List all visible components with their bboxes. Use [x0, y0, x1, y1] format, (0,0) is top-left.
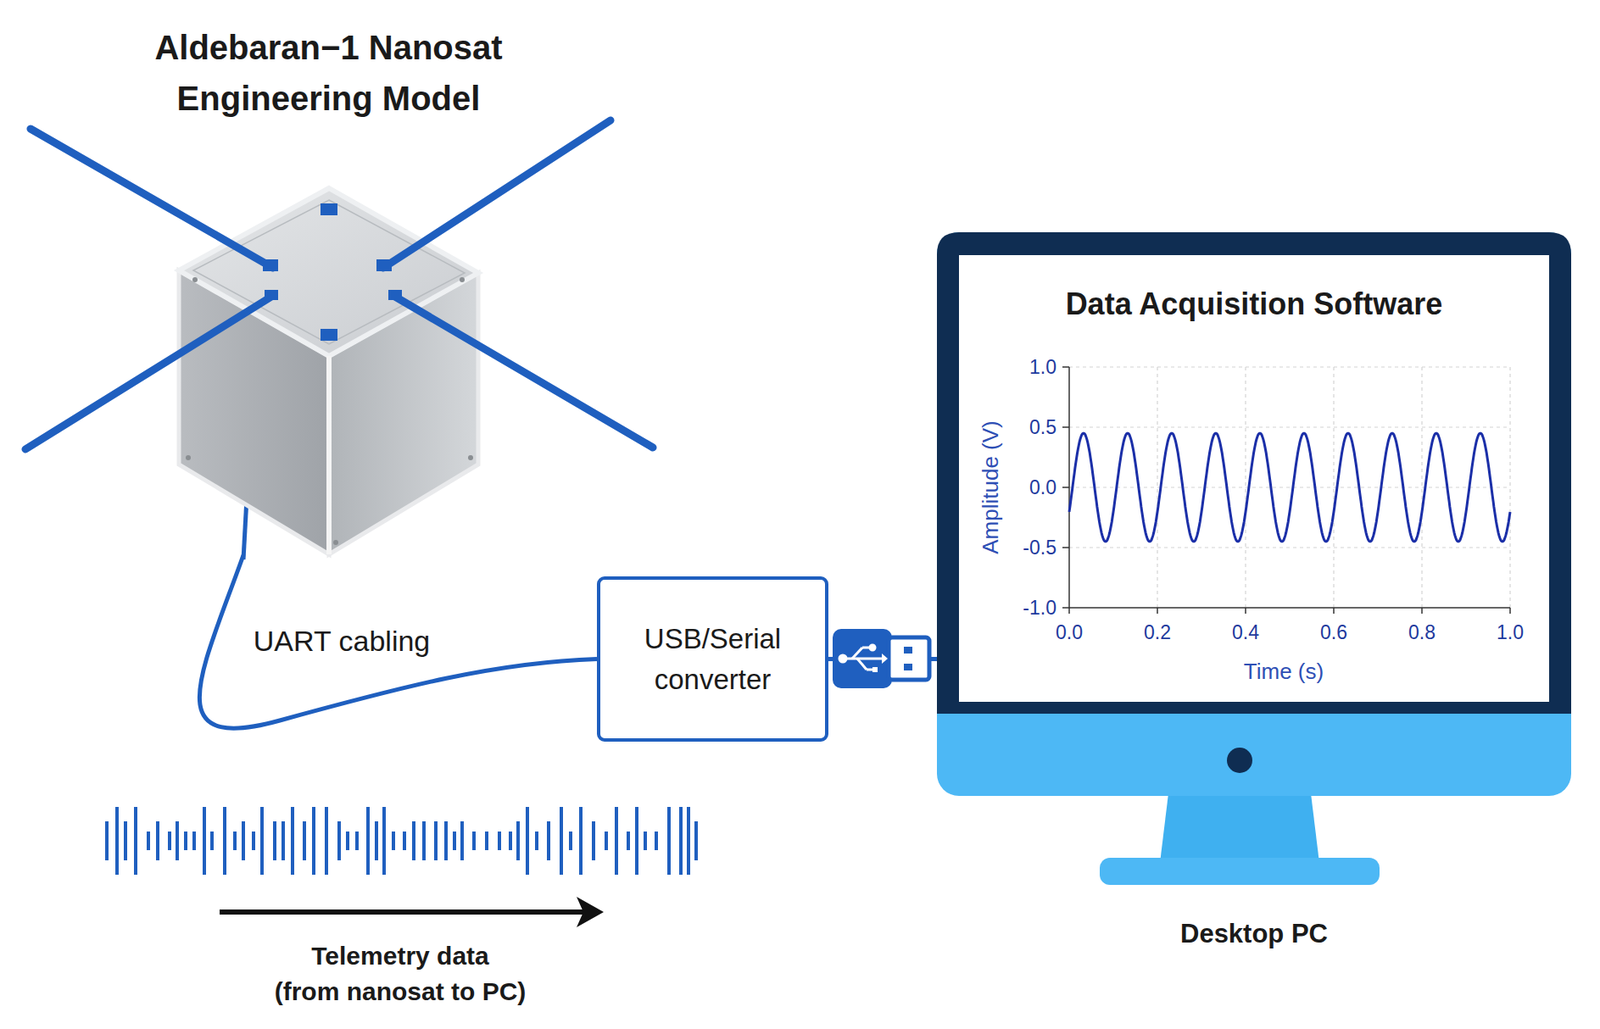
antenna: [25, 120, 653, 450]
signal-bar: [579, 807, 583, 876]
signal-bar: [497, 831, 502, 851]
x-axis-title: Time (s): [1243, 658, 1324, 686]
signal-bar: [679, 807, 683, 876]
telemetry-caption: Telemetry data: [311, 942, 490, 971]
signal-bar: [568, 831, 573, 851]
signal-bar: [626, 831, 630, 851]
converter-box: USB/Serial converter: [596, 576, 829, 742]
cable-connector: [199, 555, 597, 729]
y-tick-label: 1.0: [1029, 356, 1057, 380]
antenna-mount: [262, 259, 402, 301]
software-title: Data Acquisition Software: [936, 286, 1572, 323]
signal-bar: [434, 821, 438, 861]
signal-bar: [156, 821, 160, 861]
signal-bar: [146, 831, 151, 851]
monitor-node: Data Acquisition SoftwareDesktop PC: [936, 232, 1572, 797]
signal-bar: [452, 831, 457, 851]
edge-label: UART cabling: [250, 624, 435, 658]
signal-bar: [222, 807, 227, 876]
signal-bar: [366, 807, 370, 876]
y-tick-label: -0.5: [1022, 536, 1057, 560]
signal-bar: [324, 807, 329, 876]
pc-label: Desktop PC: [936, 919, 1572, 950]
x-tick-label: 0.8: [1408, 621, 1436, 645]
signal-bar: [460, 821, 464, 861]
signal-bar: [241, 821, 246, 861]
signal-bar: [105, 821, 109, 861]
signal-bar: [167, 831, 172, 851]
signal-bar: [635, 807, 639, 876]
signal-bar: [654, 831, 658, 851]
direction-arrow: [219, 897, 604, 928]
signal-bar: [614, 807, 619, 876]
signal-bar: [508, 831, 513, 851]
x-tick-label: 0.4: [1232, 621, 1260, 645]
signal-bar: [412, 821, 416, 861]
signal-bar: [260, 807, 264, 876]
signal-bar: [183, 831, 188, 851]
signal-bar: [686, 807, 691, 876]
signal-bar: [485, 831, 489, 851]
signal-bar: [516, 821, 520, 861]
desktop-monitor: [936, 232, 1572, 886]
sine-wave: [1069, 433, 1511, 542]
x-tick-label: 0.0: [1055, 621, 1083, 645]
chart-grid: [1069, 367, 1511, 608]
telemetry-signal: [105, 807, 698, 876]
nanosat-title: Aldebaran−1 Nanosat Engineering Model: [108, 22, 550, 124]
signal-bar: [345, 831, 350, 851]
cable: [243, 498, 247, 560]
signal-bar: [115, 807, 119, 876]
y-tick-label: 0.5: [1029, 416, 1057, 440]
x-tick-label: 1.0: [1496, 621, 1524, 645]
signal-bar: [133, 807, 138, 876]
converter-label: USB/Serial converter: [615, 618, 811, 701]
signal-bar: [667, 807, 671, 876]
signal-bar: [643, 831, 647, 851]
signal-bar: [402, 831, 407, 851]
chart-axes: [1062, 367, 1511, 614]
signal-bar: [604, 831, 608, 851]
y-tick-label: -1.0: [1022, 596, 1057, 620]
signal-bar: [251, 831, 256, 851]
signal-bar: [290, 807, 295, 876]
signal-bar: [422, 821, 426, 861]
signal-bar: [535, 831, 539, 851]
nanosat-node: Aldebaran−1 Nanosat Engineering Model: [178, 188, 479, 556]
signal-bar: [525, 807, 530, 876]
signal-bar: [312, 807, 316, 876]
signal-bar: [374, 821, 379, 861]
signal-bar: [559, 807, 564, 876]
signal-bar: [302, 821, 307, 861]
signal-bar: [591, 821, 596, 861]
signal-bar: [472, 831, 476, 851]
signal-bar: [273, 821, 277, 861]
signal-bar: [444, 821, 448, 861]
signal-bar: [202, 807, 207, 876]
signal-bar: [355, 831, 359, 851]
signal-bar: [123, 821, 128, 861]
usb-plug: [832, 629, 930, 689]
signal-bar: [546, 821, 551, 861]
signal-bar: [281, 821, 285, 861]
signal-bar: [233, 831, 237, 851]
y-axis-title: Amplitude (V): [977, 420, 1004, 555]
x-tick-label: 0.2: [1143, 621, 1171, 645]
signal-bar: [337, 821, 341, 861]
y-tick-label: 0.0: [1029, 476, 1057, 500]
signal-bar: [391, 831, 396, 851]
telemetry-caption: (from nanosat to PC): [274, 977, 527, 1007]
signal-bar: [694, 821, 698, 861]
signal-bar: [192, 831, 196, 851]
signal-bar: [210, 831, 214, 851]
x-tick-label: 0.6: [1320, 621, 1348, 645]
signal-bar: [382, 807, 386, 876]
signal-bar: [175, 821, 179, 861]
